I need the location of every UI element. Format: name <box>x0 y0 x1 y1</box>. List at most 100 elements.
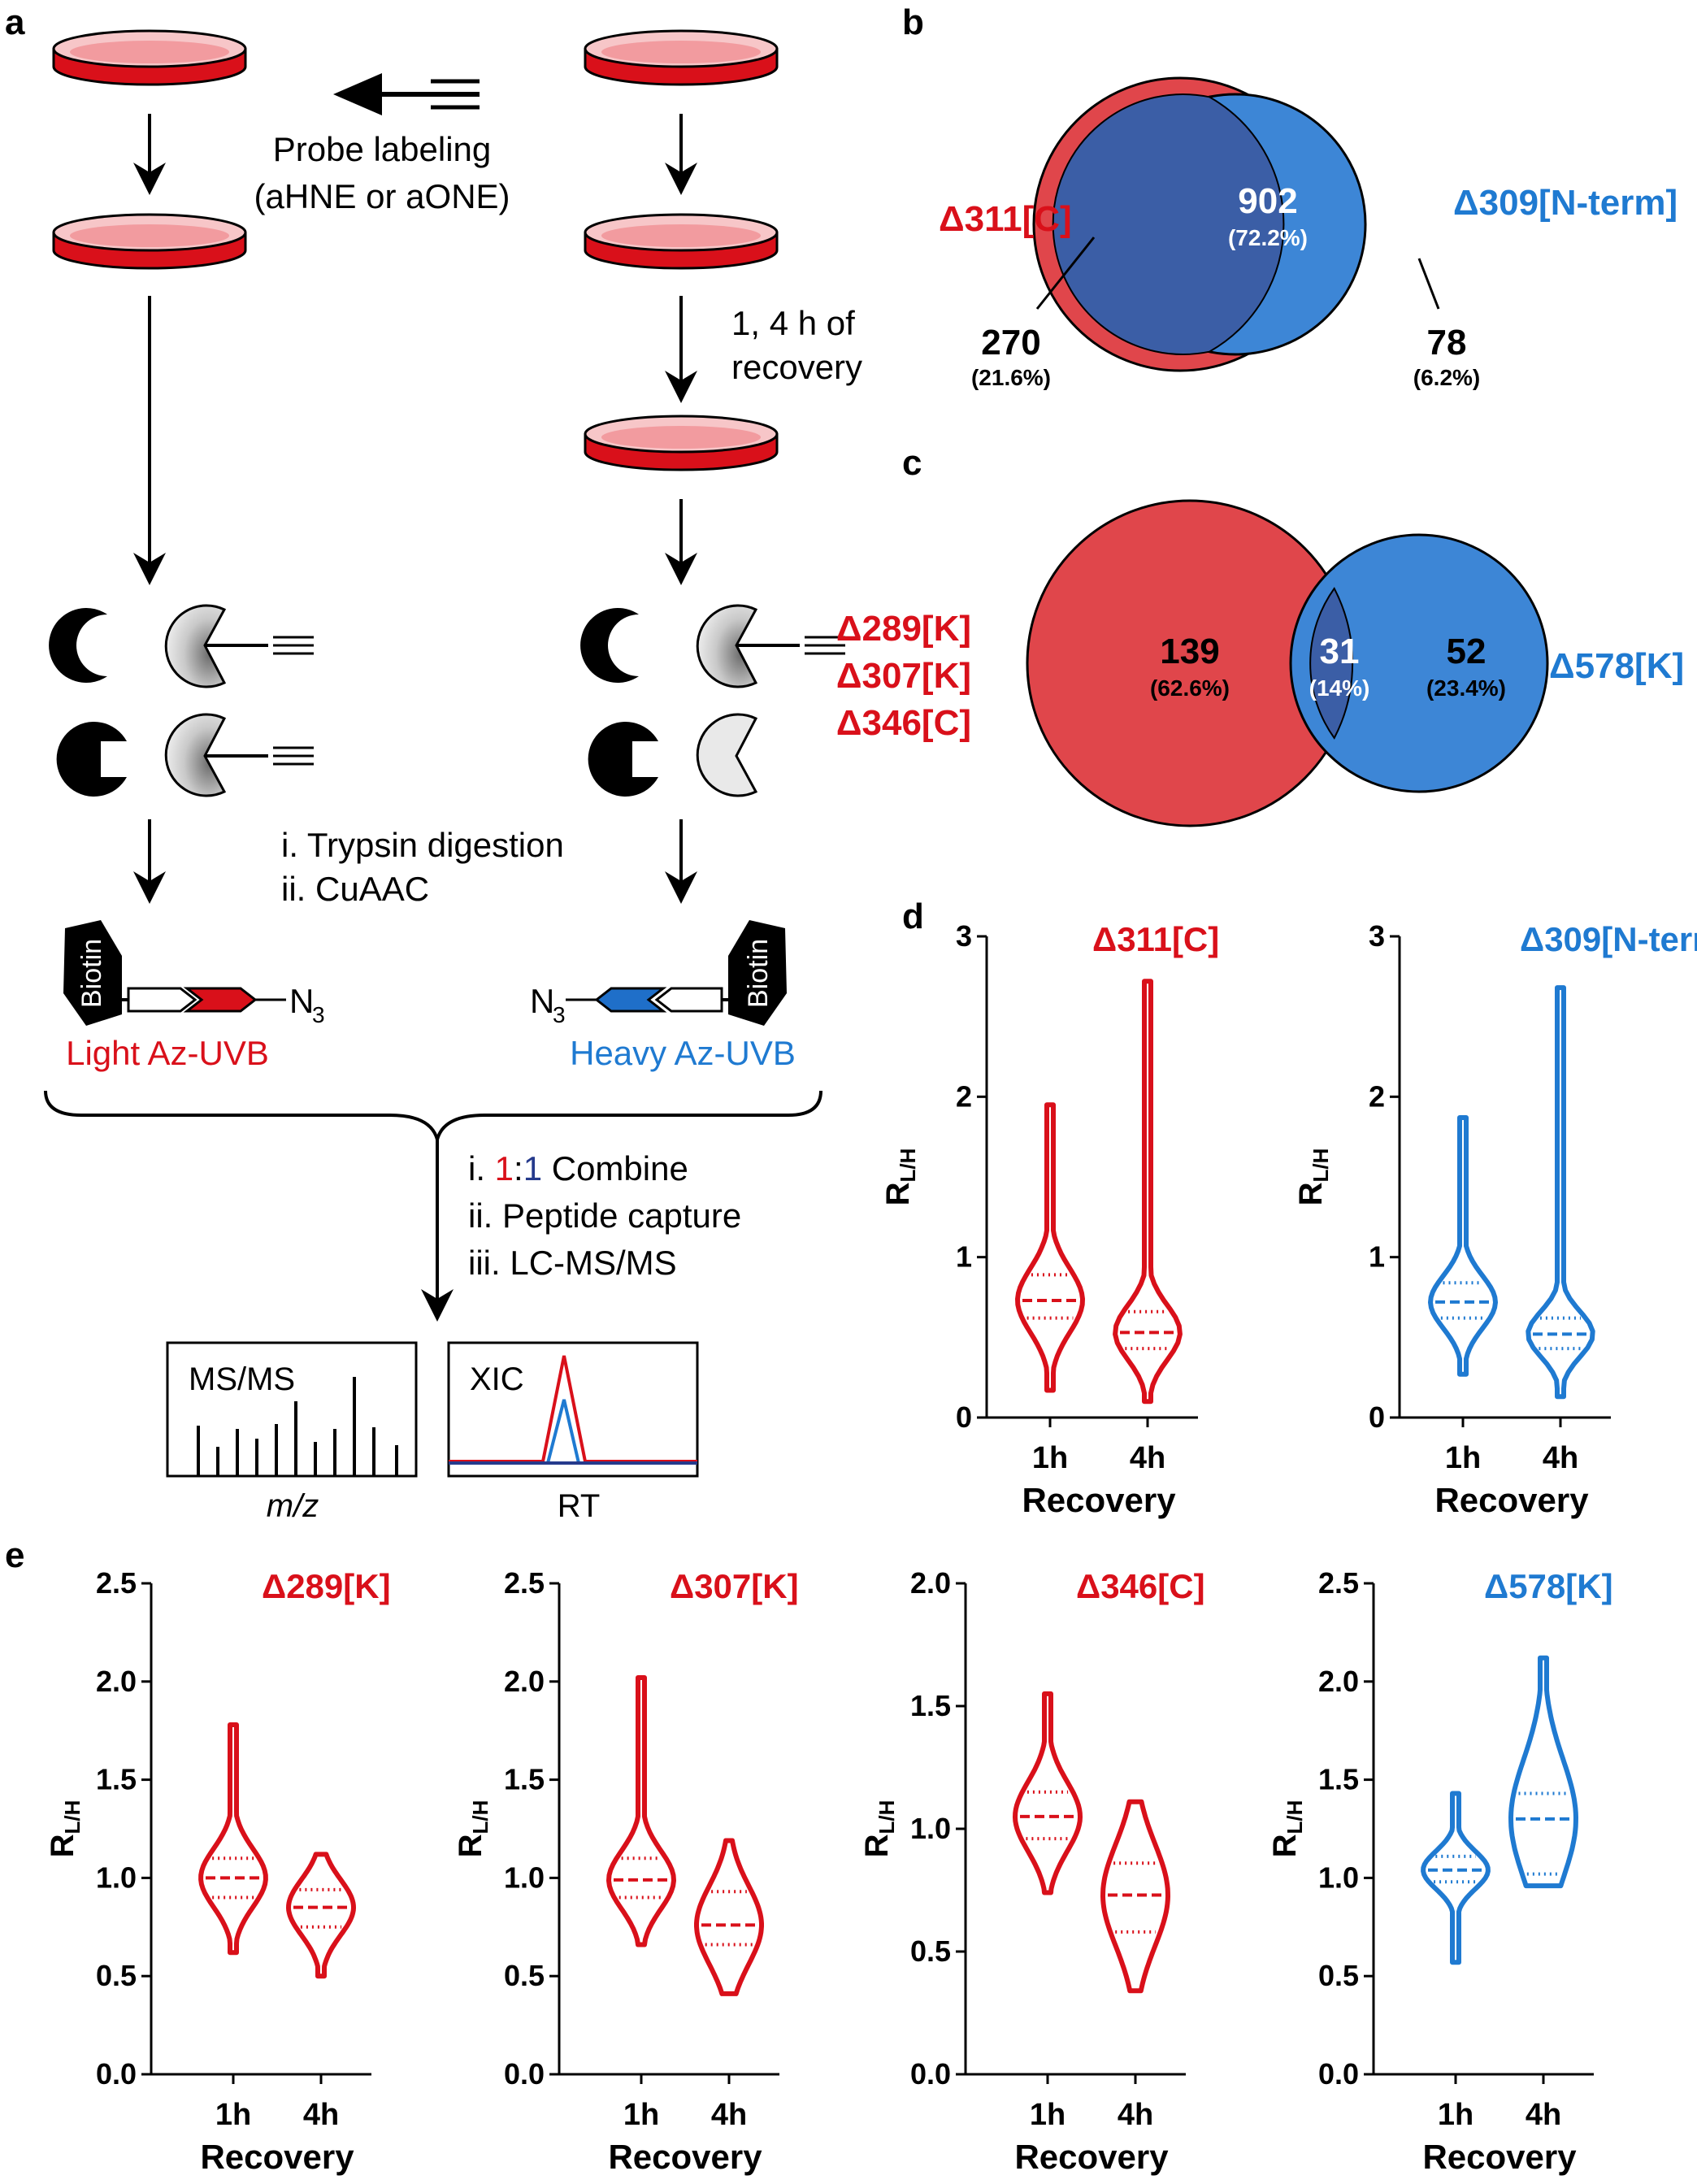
venn-b-overlap-count: 902 <box>1238 181 1297 221</box>
venn-c-right-label: Δ578[K] <box>1549 646 1684 686</box>
y-tick-label: 1 <box>956 1240 972 1274</box>
y-tick-label: 0 <box>956 1400 972 1434</box>
y-tick-label: 2 <box>956 1079 972 1113</box>
venn-c-left-label-1: Δ289[K] <box>836 609 971 649</box>
venn-b-right-label: Δ309[N-term] <box>1453 183 1677 223</box>
dish-right-1 <box>584 29 779 86</box>
panel-a: a <box>5 2 862 1524</box>
x-tick-label: 1h <box>1030 2098 1066 2132</box>
x-tick-label: 1h <box>1032 1441 1068 1475</box>
y-tick-label: 0.5 <box>1318 1959 1359 1992</box>
n3-sub-light: 3 <box>312 1002 325 1027</box>
y-tick-label: 0 <box>1369 1400 1385 1434</box>
y-tick-label: 1.0 <box>910 1812 951 1845</box>
x-tick-label: 4h <box>1118 2098 1153 2132</box>
step-capture: ii. Peptide capture <box>468 1196 741 1235</box>
venn-b-left-count: 270 <box>981 323 1040 363</box>
chart-title: Δ311[C] <box>1092 920 1219 958</box>
venn-c-left-label-3: Δ346[C] <box>836 703 971 743</box>
panel-c: c Δ289[K] Δ307[K] Δ346[C] Δ578[K] 139 (6… <box>836 443 1684 827</box>
chart-title: Δ309[N-term] <box>1520 920 1697 958</box>
msms-peaks <box>197 1377 398 1476</box>
panel-b-letter: b <box>902 2 924 42</box>
n3-label-light: N <box>289 982 314 1020</box>
msms-label: MS/MS <box>189 1361 295 1397</box>
y-tick-label: 1 <box>1369 1240 1385 1274</box>
y-tick-label: 3 <box>956 919 972 953</box>
venn-b-right-pointer <box>1417 258 1440 310</box>
violin-shape <box>694 1838 764 1996</box>
x-tick-label: 1h <box>1445 1441 1481 1475</box>
heavy-label: Heavy Az-UVB <box>570 1034 796 1072</box>
y-axis-label: RL/H <box>880 1148 920 1206</box>
violin-shape <box>1421 1791 1491 1965</box>
n3-label-heavy: N <box>530 982 554 1020</box>
y-tick-label: 1.5 <box>96 1763 137 1796</box>
combine-brace <box>44 1090 822 1146</box>
violin-shape <box>1013 1691 1083 1895</box>
y-tick-label: 0.0 <box>910 2057 951 2091</box>
x-axis-label: Recovery <box>200 2138 354 2176</box>
y-tick-label: 0.5 <box>504 1959 545 1992</box>
y-tick-label: 2.0 <box>504 1665 545 1698</box>
violin-shape <box>606 1675 676 1947</box>
chart-title: Δ346[C] <box>1076 1567 1205 1605</box>
y-tick-label: 0.5 <box>96 1959 137 1992</box>
dish-left-1 <box>52 29 247 86</box>
y-tick-label: 0.5 <box>910 1934 951 1968</box>
y-tick-label: 1.0 <box>1318 1861 1359 1894</box>
chart-title: Δ307[K] <box>670 1567 799 1605</box>
x-tick-label: 1h <box>623 2098 659 2132</box>
x-axis-label: Recovery <box>1022 1481 1176 1519</box>
y-tick-label: 0.0 <box>96 2057 137 2091</box>
venn-b-left-label: Δ311[C] <box>939 199 1072 239</box>
x-tick-label: 4h <box>711 2098 747 2132</box>
violin-shape <box>1526 985 1595 1400</box>
y-axis-label: RL/H <box>45 1800 85 1858</box>
y-axis-label: RL/H <box>1293 1148 1333 1206</box>
y-tick-label: 3 <box>1369 919 1385 953</box>
violin-shape <box>1428 1115 1498 1377</box>
venn-b-right-count: 78 <box>1427 323 1467 363</box>
panel-e-letter: e <box>5 1535 24 1575</box>
x-tick-label: 4h <box>303 2098 339 2132</box>
y-axis-label: RL/H <box>1267 1800 1307 1858</box>
x-axis-label: Recovery <box>1434 1481 1589 1519</box>
dish-right-3 <box>584 415 779 471</box>
chart-title: Δ289[K] <box>262 1567 391 1605</box>
step-cuaac: ii. CuAAC <box>281 870 429 908</box>
probe-label-2: (aHNE or aONE) <box>254 177 510 215</box>
violin-shape <box>1113 979 1183 1405</box>
venn-c-right-circle <box>1289 533 1549 793</box>
venn-c-left-pct: (62.6%) <box>1150 675 1230 701</box>
venn-b-left-pct: (21.6%) <box>971 365 1051 390</box>
xic-label: XIC <box>470 1361 524 1397</box>
x-tick-label: 1h <box>215 2098 251 2132</box>
protein-left <box>49 604 314 797</box>
step-combine: i. 1:1 Combine <box>468 1149 688 1188</box>
x-tick-label: 1h <box>1438 2098 1473 2132</box>
biotin-label: Biotin <box>76 939 107 1008</box>
y-tick-label: 2.0 <box>910 1566 951 1600</box>
y-tick-label: 2.0 <box>1318 1665 1359 1698</box>
x-axis-label: Recovery <box>1014 2138 1169 2176</box>
y-tick-label: 1.0 <box>504 1861 545 1894</box>
dish-left-2 <box>52 213 247 270</box>
panel-a-letter: a <box>5 2 25 42</box>
step-lcms: iii. LC-MS/MS <box>468 1244 677 1282</box>
y-tick-label: 1.5 <box>1318 1763 1359 1796</box>
venn-c-overlap <box>1309 587 1354 740</box>
x-tick-label: 4h <box>1130 1441 1165 1475</box>
step-trypsin: i. Trypsin digestion <box>281 826 564 864</box>
y-tick-label: 0.0 <box>504 2057 545 2091</box>
venn-c-left-count: 139 <box>1160 632 1219 671</box>
venn-b-left-pointer <box>1035 237 1096 310</box>
xic-box: XIC RT <box>447 1341 699 1524</box>
probe-label-1: Probe labeling <box>273 130 492 168</box>
